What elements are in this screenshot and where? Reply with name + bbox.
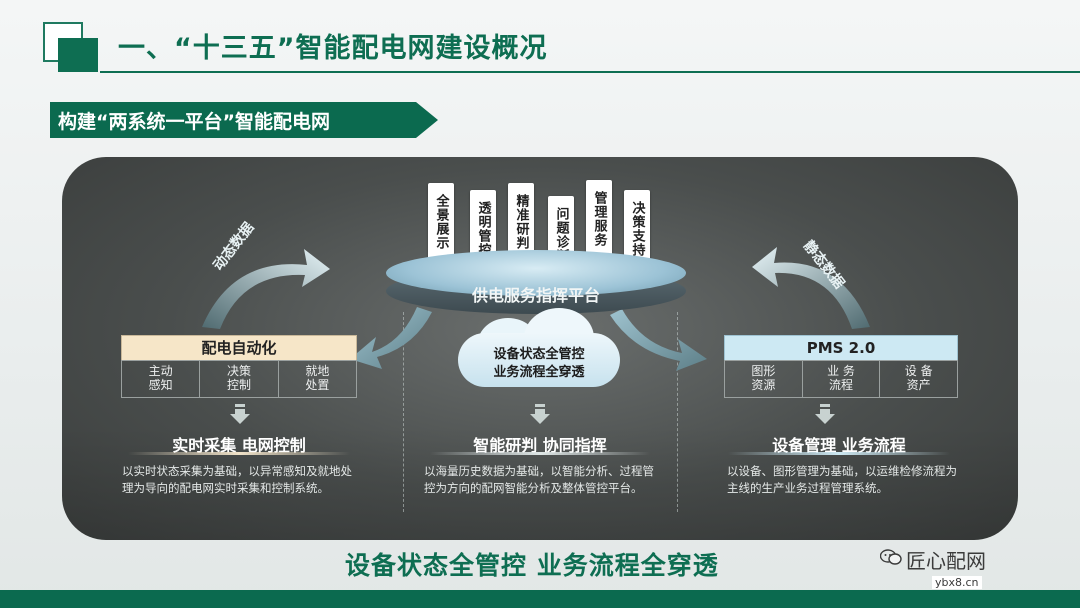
center-description: 以海量历史数据为基础，以智能分析、过程管控为方向的配网智能分析及整体管控平台。 [424,464,654,495]
header-divider [100,71,1080,73]
footer-slogan: 设备状态全管控 业务流程全穿透 [345,551,719,580]
right-cell: 业 务流程 [803,361,881,397]
right-system-cells: 图形资源 业 务流程 设 备资产 [724,360,958,398]
module-tag: 管理服务 [586,180,612,258]
right-section-title: 设备管理 业务流程 [772,436,906,455]
platform-to-right-arrow [610,309,707,371]
down-arrow-icon [530,404,550,424]
left-cell: 就地处置 [305,364,330,392]
module-tag: 精准研判 [508,183,534,261]
left-system-title: 配电自动化 [121,335,357,361]
cloud-line-1: 设备状态全管控 [493,347,585,362]
dynamic-data-arrow [202,249,330,329]
left-cell: 决策控制 [200,361,279,397]
left-system-cells: 主动感知 决策控制 就地处置 [121,360,357,398]
column-divider-left [403,312,404,512]
right-description: 以设备、图形管理为基础，以运维检修流程为主线的生产业务过程管理系统。 [727,464,957,495]
center-section-title: 智能研判 协同指挥 [473,436,607,455]
page-title: 一、“十三五”智能配电网建设概况 [118,33,548,64]
footer-bar [0,590,1080,608]
cloud-shape [458,333,620,387]
right-cell: 图形资源 [725,361,803,397]
left-cell: 主动感知 [122,361,201,397]
header-decor-fill [58,38,98,72]
cloud-line-2: 业务流程全穿透 [493,365,585,380]
static-data-arrow [752,247,870,329]
right-cell: 设 备资产 [904,364,933,392]
subtitle-banner-arrow [416,102,438,138]
wechat-icon [880,549,902,565]
left-section-title: 实时采集 电网控制 [172,436,306,455]
cloud-text: 设备状态全管控 业务流程全穿透 [458,346,620,382]
platform-label: 供电服务指挥平台 [471,286,600,305]
center-section-underline [430,452,650,455]
subtitle-text: 构建“两系统一平台”智能配电网 [58,111,330,133]
column-divider-right [677,312,678,512]
platform-to-left-arrow [350,307,432,369]
down-arrow-icon [815,404,835,424]
watermark-text: 匠心配网 [906,549,986,573]
left-description: 以实时状态采集为基础，以异常感知及就地处理为导向的配电网实时采集和控制系统。 [122,464,352,495]
right-section-underline [728,452,950,455]
watermark-url: ybx8.cn [932,576,982,589]
platform-disk [386,250,686,296]
flow-arrows [202,247,870,371]
module-tag: 全景展示 [428,183,454,261]
right-system-title: PMS 2.0 [724,335,958,361]
subtitle-banner [50,102,416,138]
down-arrow-icon [230,404,250,424]
left-section-underline [128,452,350,455]
